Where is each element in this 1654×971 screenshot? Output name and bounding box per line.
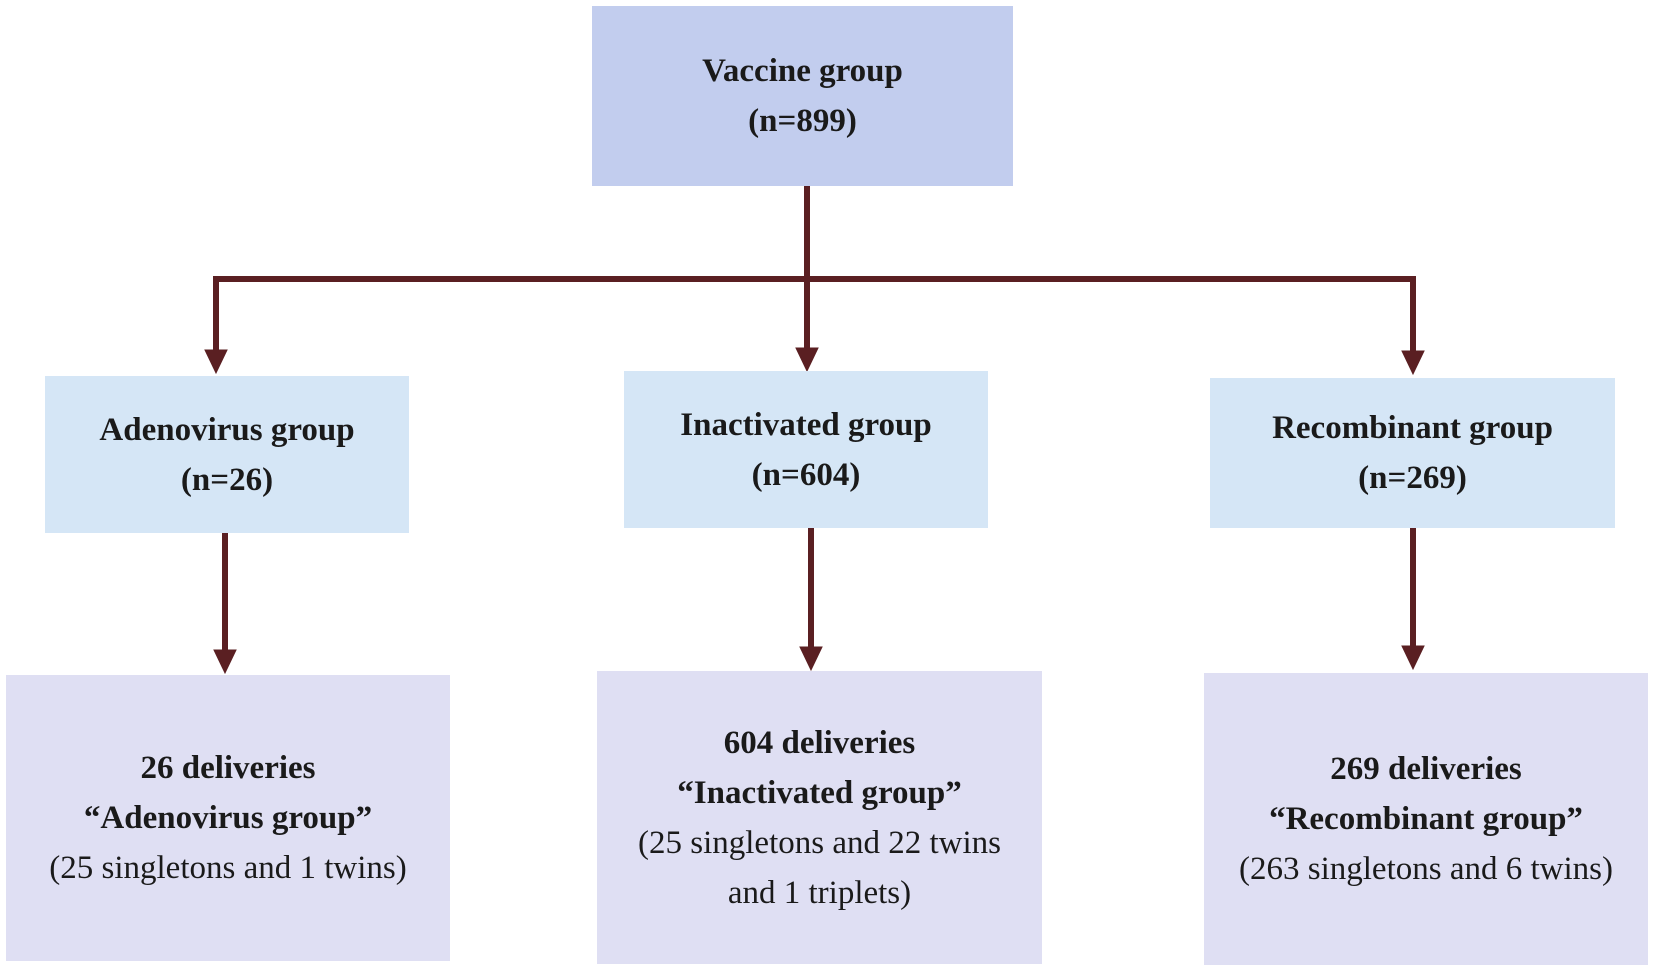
delivery-node-recombinant: 269 deliveries “Recombinant group” (263 … (1204, 673, 1648, 965)
delivery-detail: (263 singletons and 6 twins) (1239, 851, 1613, 887)
group-node-count: (n=269) (1358, 460, 1467, 496)
delivery-detail: (25 singletons and 1 twins) (49, 850, 407, 886)
delivery-detail-continued: and 1 triplets) (727, 874, 912, 911)
arrowhead-inactivated (795, 347, 819, 373)
arrowhead-adenovirus (204, 349, 228, 375)
arrowhead-lower-inactivated (799, 646, 823, 672)
group-node-count: (n=26) (180, 461, 274, 498)
root-node-count: (n=899) (748, 103, 857, 139)
group-node-title: Inactivated group (680, 406, 932, 443)
group-node-title: Recombinant group (1272, 410, 1553, 446)
delivery-count: 604 deliveries (723, 724, 916, 761)
delivery-detail: (25 singletons and 22 twins (638, 824, 1001, 861)
arrowhead-recombinant-lower (1401, 645, 1425, 671)
group-node-recombinant: Recombinant group (n=269) (1210, 378, 1615, 528)
delivery-count: 269 deliveries (1330, 751, 1522, 787)
group-node-adenovirus: Adenovirus group (n=26) (45, 376, 409, 533)
root-node-vaccine-group: Vaccine group (n=899) (592, 6, 1013, 186)
group-node-count: (n=604) (751, 456, 861, 493)
delivery-node-inactivated: 604 deliveries “Inactivated group” (25 s… (597, 671, 1042, 964)
delivery-group-label: “Adenovirus group” (83, 800, 373, 836)
group-node-title: Adenovirus group (99, 411, 355, 448)
delivery-group-label: “Recombinant group” (1269, 801, 1583, 837)
delivery-count: 26 deliveries (140, 750, 316, 786)
delivery-group-label: “Inactivated group” (677, 774, 962, 811)
arrowhead-recombinant (1401, 350, 1425, 376)
root-node-title: Vaccine group (702, 53, 903, 89)
arrowhead-lower-adenovirus (213, 649, 237, 675)
group-node-inactivated: Inactivated group (n=604) (624, 371, 988, 528)
delivery-node-adenovirus: 26 deliveries “Adenovirus group” (25 sin… (6, 675, 450, 961)
